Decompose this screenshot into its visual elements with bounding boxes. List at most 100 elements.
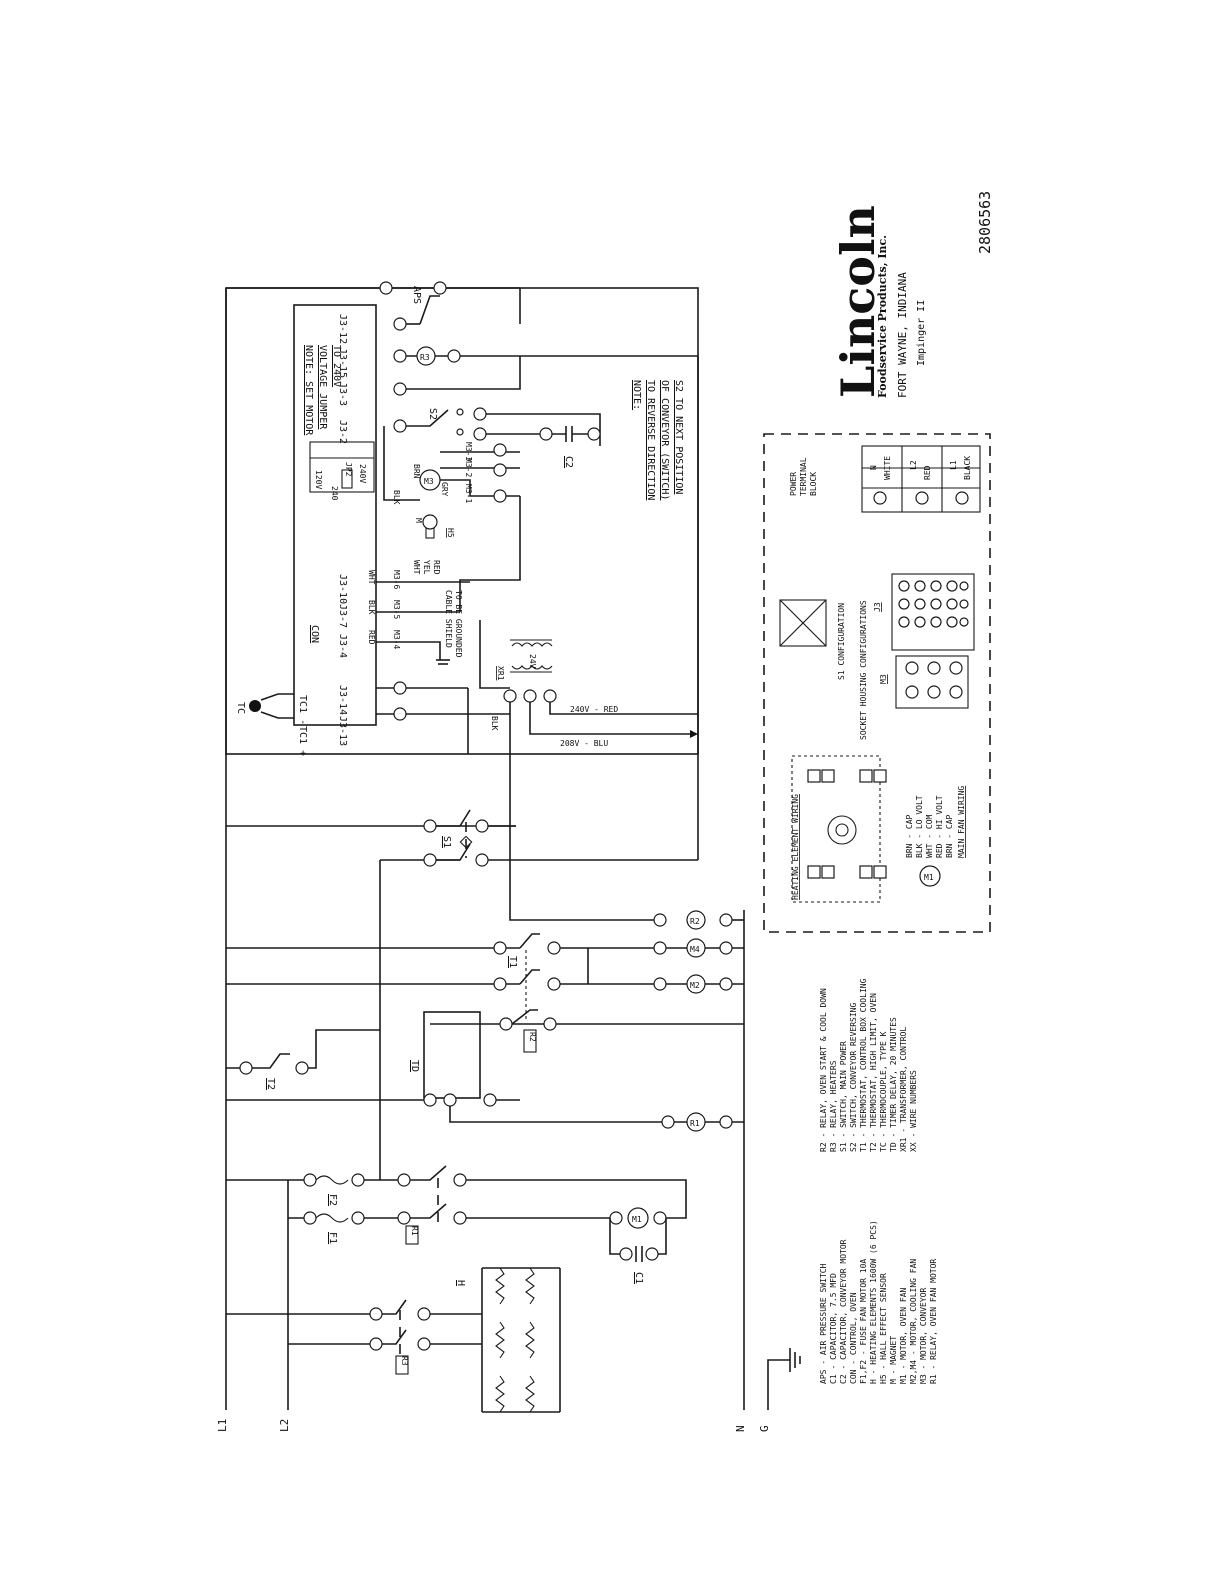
svg-text:T1 - THERMOSTAT, CONTROL BOX C: T1 - THERMOSTAT, CONTROL BOX COOLING — [859, 978, 868, 1152]
svg-text:R2 - RELAY, OVEN START & COOL: R2 - RELAY, OVEN START & COOL DOWN — [819, 988, 828, 1152]
svg-text:WHT: WHT — [412, 560, 421, 575]
terminal-j3-4: J3-4 — [337, 634, 348, 658]
heater-resistors — [495, 1267, 535, 1413]
oven-control-box — [293, 304, 377, 726]
svg-text:C2 - CAPACITOR, CONVEYOR MOTOR: C2 - CAPACITOR, CONVEYOR MOTOR — [839, 1239, 848, 1384]
svg-text:TO 240V: TO 240V — [331, 345, 342, 387]
svg-text:L1: L1 — [949, 460, 958, 470]
wire-17 — [493, 489, 507, 503]
control-section: CON J3-13 J3-14 J3-4 J3-7 J3-10 J3-2 J3-… — [225, 281, 699, 921]
td-label: TD — [409, 1060, 420, 1072]
svg-text:M1: M1 — [632, 1215, 642, 1224]
inset-frame — [763, 433, 991, 933]
m3-socket-pins — [905, 661, 963, 699]
svg-text:R3 - RELAY, HEATERS: R3 - RELAY, HEATERS — [829, 1060, 838, 1152]
t1-label: T1 — [507, 956, 518, 968]
model-name: Impinger II — [916, 300, 927, 366]
svg-text:M1 - MOTOR, OVEN FAN: M1 - MOTOR, OVEN FAN — [899, 1287, 908, 1384]
svg-text:BLK: BLK — [392, 490, 401, 505]
svg-text:M3-3: M3-3 — [464, 442, 473, 461]
wire-19 — [473, 427, 487, 441]
wire-18 — [473, 407, 487, 421]
oven-fan-circuit: F2 F1 R1 M1 C1 — [226, 1165, 687, 1284]
svg-text:WHT - COM: WHT - COM — [925, 814, 934, 858]
svg-text:M1: M1 — [924, 873, 934, 882]
svg-text:R2: R2 — [528, 1032, 537, 1042]
wire-30 — [393, 681, 407, 695]
svg-text:OF CONVEYOR (SWITCH): OF CONVEYOR (SWITCH) — [659, 380, 670, 500]
svg-text:BLK: BLK — [490, 716, 499, 731]
r2-contact-label-box — [523, 1029, 537, 1053]
svg-text:J3: J3 — [873, 602, 882, 612]
brand-city: FORT WAYNE, INDIANA — [896, 272, 909, 398]
terminal-j3-7: J3-7 — [337, 604, 348, 628]
cable-shield-note: CABLE SHIELD TO BE GROUNDED — [444, 590, 463, 658]
h-label: H — [455, 1280, 466, 1286]
svg-text:WHT: WHT — [367, 570, 376, 585]
voltage-jumper-block — [309, 441, 375, 493]
note-conveyor-reverse: NOTE: TO REVERSE DIRECTION OF CONVEYOR (… — [631, 380, 684, 500]
svg-text:M3-2: M3-2 — [464, 458, 473, 477]
j3-socket-housing — [891, 573, 975, 651]
wire-13 — [503, 689, 517, 703]
svg-text:H5 - HALL EFFECT SENSOR: H5 - HALL EFFECT SENSOR — [879, 1273, 888, 1384]
svg-text:TD - TIMER DELAY, 20 MINUTES: TD - TIMER DELAY, 20 MINUTES — [889, 1017, 898, 1152]
svg-text:M3: M3 — [879, 674, 888, 684]
terminal-tc1-minus: TC1 - — [297, 695, 308, 725]
svg-text:M3: M3 — [424, 477, 434, 486]
f2-label: F2 — [327, 1194, 338, 1206]
svg-text:120V: 120V — [314, 470, 323, 489]
cooling-fan-m2 — [686, 974, 706, 994]
cooling-fan-m4 — [686, 938, 706, 958]
svg-text:CON - CONTROL, OVEN: CON - CONTROL, OVEN — [849, 1292, 858, 1384]
main-fan-motor-symbol — [919, 865, 941, 887]
wire-23 — [523, 689, 537, 703]
svg-text:XX - WIRE NUMBERS: XX - WIRE NUMBERS — [909, 1070, 918, 1152]
wire-20 — [493, 443, 507, 457]
svg-text:C1 - CAPACITOR, 7.5 MFD: C1 - CAPACITOR, 7.5 MFD — [829, 1273, 838, 1384]
t2-label: T2 — [265, 1078, 276, 1090]
svg-text:XR1 - TRANSFORMER, CONTROL: XR1 - TRANSFORMER, CONTROL — [899, 1027, 908, 1152]
svg-text:HEATING ELEMENT WIRING: HEATING ELEMENT WIRING — [791, 794, 800, 900]
svg-text:APS - AIR PRESSURE SWITCH: APS - AIR PRESSURE SWITCH — [819, 1263, 828, 1384]
f1-label: F1 — [327, 1232, 338, 1244]
svg-text:240V: 240V — [358, 464, 367, 483]
svg-text:TO REVERSE DIRECTION: TO REVERSE DIRECTION — [645, 380, 656, 500]
tc-label: TC — [235, 702, 246, 714]
svg-text:BLOCK: BLOCK — [809, 472, 818, 496]
wire-25 — [393, 349, 407, 363]
svg-text:S2 TO NEXT POSITION: S2 TO NEXT POSITION — [673, 380, 684, 494]
terminal-j3-15: J3-15 — [337, 348, 348, 378]
terminal-tc1-plus: TC1 + — [297, 726, 308, 756]
svg-text:M4: M4 — [690, 945, 700, 954]
c2-label: C2 — [563, 456, 574, 468]
svg-text:M3-5: M3-5 — [392, 600, 401, 619]
wiring-inset-panel: HEATING ELEMENT WIRING M1 BRN - CAP BLK … — [763, 433, 991, 933]
power-terminal-block: POWER TERMINAL BLOCK L1 BLACK L2 RED N W… — [789, 445, 981, 513]
svg-text:S2 - SWITCH, CONVEYOR REVERSIN: S2 - SWITCH, CONVEYOR REVERSING — [849, 1003, 858, 1152]
timer-and-fan-relay: T2 TD R2 R1 — [226, 1009, 744, 1132]
svg-text:MAIN FAN WIRING: MAIN FAN WIRING — [957, 786, 966, 858]
ground-wire — [767, 1359, 790, 1410]
wire-31 — [393, 707, 407, 721]
svg-text:M3-6: M3-6 — [392, 570, 401, 589]
c1-label: C1 — [633, 1272, 644, 1284]
aps-label: APS — [411, 286, 422, 304]
note-motor-voltage: NOTE: SET MOTOR VOLTAGE JUMPER TO 240V — [303, 345, 342, 436]
svg-text:GRY: GRY — [440, 482, 449, 497]
svg-text:WHITE: WHITE — [883, 456, 892, 480]
n-label: N — [734, 1425, 747, 1432]
svg-text:M2: M2 — [690, 981, 700, 990]
s1-label: S1 — [441, 836, 452, 848]
svg-text:VOLTAGE JUMPER: VOLTAGE JUMPER — [317, 345, 328, 430]
svg-text:SOCKET HOUSING CONFIGURATIONS: SOCKET HOUSING CONFIGURATIONS — [859, 600, 868, 740]
svg-text:S1 - SWITCH, MAIN POWER: S1 - SWITCH, MAIN POWER — [839, 1041, 848, 1152]
j3-socket-pins — [898, 580, 969, 628]
svg-text:TC - THERMOCOUPLE, TYPE K: TC - THERMOCOUPLE, TYPE K — [879, 1031, 888, 1152]
svg-text:R3: R3 — [420, 353, 430, 362]
svg-text:BLACK: BLACK — [963, 456, 972, 480]
svg-text:RED: RED — [432, 560, 441, 575]
component-legend-2: R2 - RELAY, OVEN START & COOL DOWN R3 - … — [819, 978, 918, 1152]
m3-socket-housing — [895, 655, 969, 709]
transformer-xr1: 24V XR1 240V - RED 208V - BLU BLK — [479, 620, 698, 921]
